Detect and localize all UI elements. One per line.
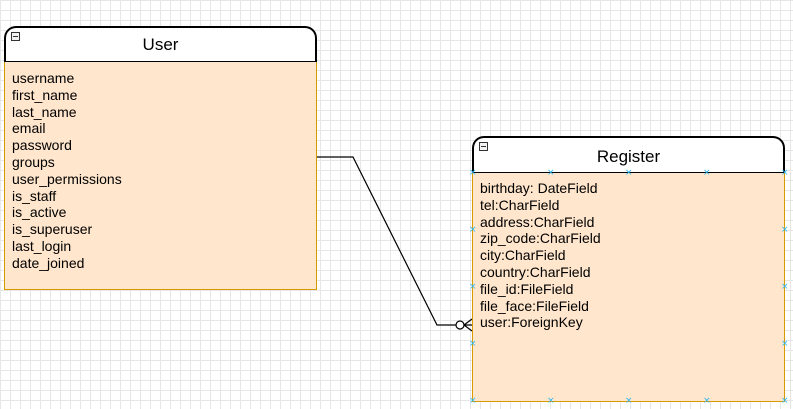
field-item[interactable]: is_active <box>12 204 67 221</box>
field-item[interactable]: file_id:FileField <box>480 280 574 297</box>
field-item[interactable]: username <box>12 70 75 86</box>
field-item[interactable]: is_staff <box>12 187 57 204</box>
field-item[interactable]: birthday: DateField <box>480 180 598 196</box>
entity-header-register[interactable]: Register <box>472 136 785 173</box>
field-item[interactable]: zip_code:CharField <box>480 230 601 247</box>
field-item[interactable]: groups <box>12 153 55 170</box>
field-item[interactable]: first_name <box>12 86 78 103</box>
entity-user[interactable]: User username first_name last_name email… <box>4 26 317 290</box>
field-item[interactable]: last_name <box>12 103 77 120</box>
entity-header-user[interactable]: User <box>4 26 317 62</box>
field-item[interactable]: is_superuser <box>12 221 93 238</box>
crowfoot-many-marker <box>463 318 473 332</box>
entity-fields-user[interactable]: username first_name last_name email pass… <box>4 62 317 290</box>
entity-title: User <box>142 35 179 54</box>
field-item[interactable]: user:ForeignKey <box>480 314 583 331</box>
relationship-line[interactable] <box>317 156 456 326</box>
field-item[interactable]: user_permissions <box>12 170 122 187</box>
collapse-minus-icon[interactable] <box>479 142 488 151</box>
field-item[interactable]: tel:CharField <box>480 196 560 213</box>
field-item[interactable]: date_joined <box>12 254 85 271</box>
field-item[interactable]: file_face:FileField <box>480 297 589 314</box>
collapse-minus-icon[interactable] <box>11 32 20 41</box>
crowfoot-optional-circle <box>455 320 465 330</box>
entity-register[interactable]: Register birthday: DateField tel:CharFie… <box>472 136 785 402</box>
entity-fields-register[interactable]: birthday: DateField tel:CharField addres… <box>472 173 785 402</box>
entity-title: Register <box>596 147 661 166</box>
field-item[interactable]: country:CharField <box>480 263 591 280</box>
field-item[interactable]: city:CharField <box>480 247 566 264</box>
field-item[interactable]: email <box>12 120 46 137</box>
field-item[interactable]: last_login <box>12 237 72 254</box>
field-item[interactable]: address:CharField <box>480 213 595 230</box>
field-item[interactable]: password <box>12 137 72 154</box>
